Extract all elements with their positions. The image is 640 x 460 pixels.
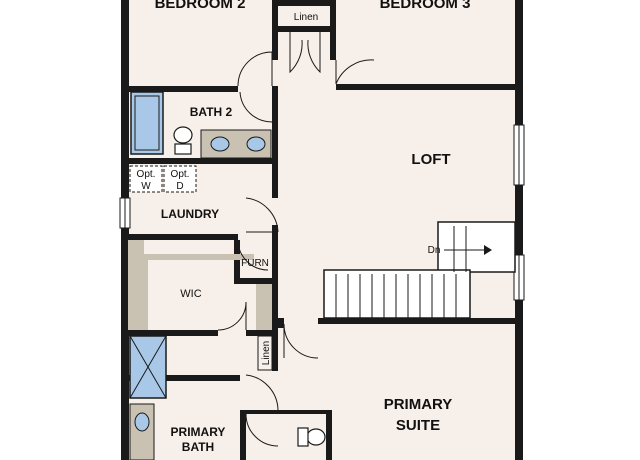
label-linen-top: Linen: [294, 12, 318, 23]
label-opt-washer-2: W: [141, 181, 151, 192]
label-opt-dryer-2: D: [176, 181, 183, 192]
vanity-bath2: [200, 129, 272, 159]
window-right-upper: [513, 124, 525, 186]
linen-closet-mid: [257, 335, 273, 371]
door-swings: [217, 32, 375, 447]
label-primary-suite-1: PRIMARY: [384, 396, 453, 413]
shower-primary: [129, 335, 167, 399]
label-primary-suite-2: SUITE: [396, 417, 440, 434]
staircase: [323, 221, 516, 319]
wic-inner-shelf: [128, 240, 272, 330]
label-wic: WIC: [180, 288, 201, 300]
label-bath2: BATH 2: [190, 105, 233, 119]
label-furn: FURN: [241, 258, 269, 269]
label-bedroom2: BEDROOM 2: [155, 0, 246, 12]
toilet-bath2-icon: [173, 126, 193, 155]
exterior-walls: [121, 0, 523, 460]
bathtub-bath2: [130, 91, 164, 155]
window-right-lower: [513, 254, 525, 301]
label-laundry: LAUNDRY: [161, 207, 219, 221]
toilet-primary-icon: [297, 427, 326, 447]
interior-walls: [128, 0, 521, 460]
label-linen-mid: Linen: [261, 341, 272, 365]
label-bedroom3: BEDROOM 3: [380, 0, 471, 12]
vanity-primary: [129, 403, 155, 460]
optional-dryer: [163, 165, 197, 193]
label-opt-washer-1: Opt.: [137, 169, 156, 180]
optional-washer: [129, 165, 163, 193]
label-loft: LOFT: [411, 151, 450, 168]
label-opt-dryer-1: Opt.: [171, 169, 190, 180]
window-left-laundry: [119, 197, 131, 229]
label-dn: Dn: [428, 245, 441, 256]
label-primary-bath-2: BATH: [182, 440, 214, 454]
label-primary-bath-1: PRIMARY: [171, 425, 226, 439]
